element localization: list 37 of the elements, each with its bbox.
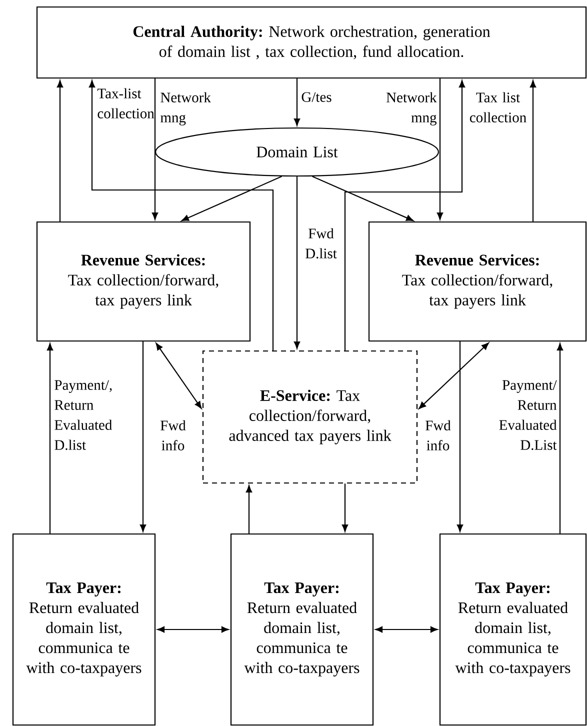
arrow bbox=[375, 626, 438, 633]
service-box: Revenue Services: Tax collection/forward, tax payers link bbox=[368, 221, 587, 342]
edge-label: Payment/ Return Evaluated D.List bbox=[499, 380, 557, 450]
arrow bbox=[140, 342, 146, 532]
arrow bbox=[156, 342, 202, 409]
arrow bbox=[56, 80, 64, 222]
arrow bbox=[436, 78, 444, 220]
edge-label: Payment/, Return Evaluated D.list bbox=[54, 380, 112, 450]
edge-label: Network mng bbox=[386, 92, 437, 126]
e-service-box: E-Service: Tax collection/forward, advanced tax payers link bbox=[202, 350, 418, 484]
arrow bbox=[530, 80, 536, 222]
taxpayer-box: Tax Payer: Return evaluated domain list, communica te with co-taxpayers bbox=[230, 533, 374, 726]
arrow bbox=[344, 80, 466, 350]
arrow bbox=[342, 484, 348, 532]
edge-label: Fwd info bbox=[426, 420, 451, 450]
arrow bbox=[312, 176, 414, 222]
edge-label: Tax-list collection bbox=[97, 88, 154, 118]
service-box: Revenue Services: Tax collection/forward, tax payers link bbox=[36, 221, 251, 342]
arrow bbox=[556, 343, 564, 534]
arrow bbox=[456, 342, 464, 532]
edge-label: Tax list collection bbox=[470, 92, 526, 122]
arrow bbox=[181, 176, 282, 222]
taxpayer-box: Tax Payer: Return evaluated domain list, communica te with co-taxpayers bbox=[12, 533, 156, 726]
arrow bbox=[88, 80, 274, 350]
edge-label: G/tes bbox=[302, 92, 332, 102]
edge-label: Network mng bbox=[160, 92, 211, 126]
taxpayer-box: Tax Payer: Return evaluated domain list, communica te with co-taxpayers bbox=[439, 533, 587, 726]
arrow bbox=[294, 176, 300, 349]
authority-box: Central Authority: Network orchestration, generation of domain list , tax collection, fund allocation. bbox=[36, 6, 587, 79]
arrow bbox=[294, 78, 300, 126]
edge-label: Fwd info bbox=[160, 420, 186, 450]
arrow bbox=[157, 626, 229, 633]
arrow bbox=[152, 78, 158, 220]
arrow bbox=[246, 485, 252, 534]
edge-label: Fwd D.list bbox=[306, 228, 337, 258]
arrow bbox=[418, 342, 489, 410]
arrow bbox=[46, 343, 54, 534]
